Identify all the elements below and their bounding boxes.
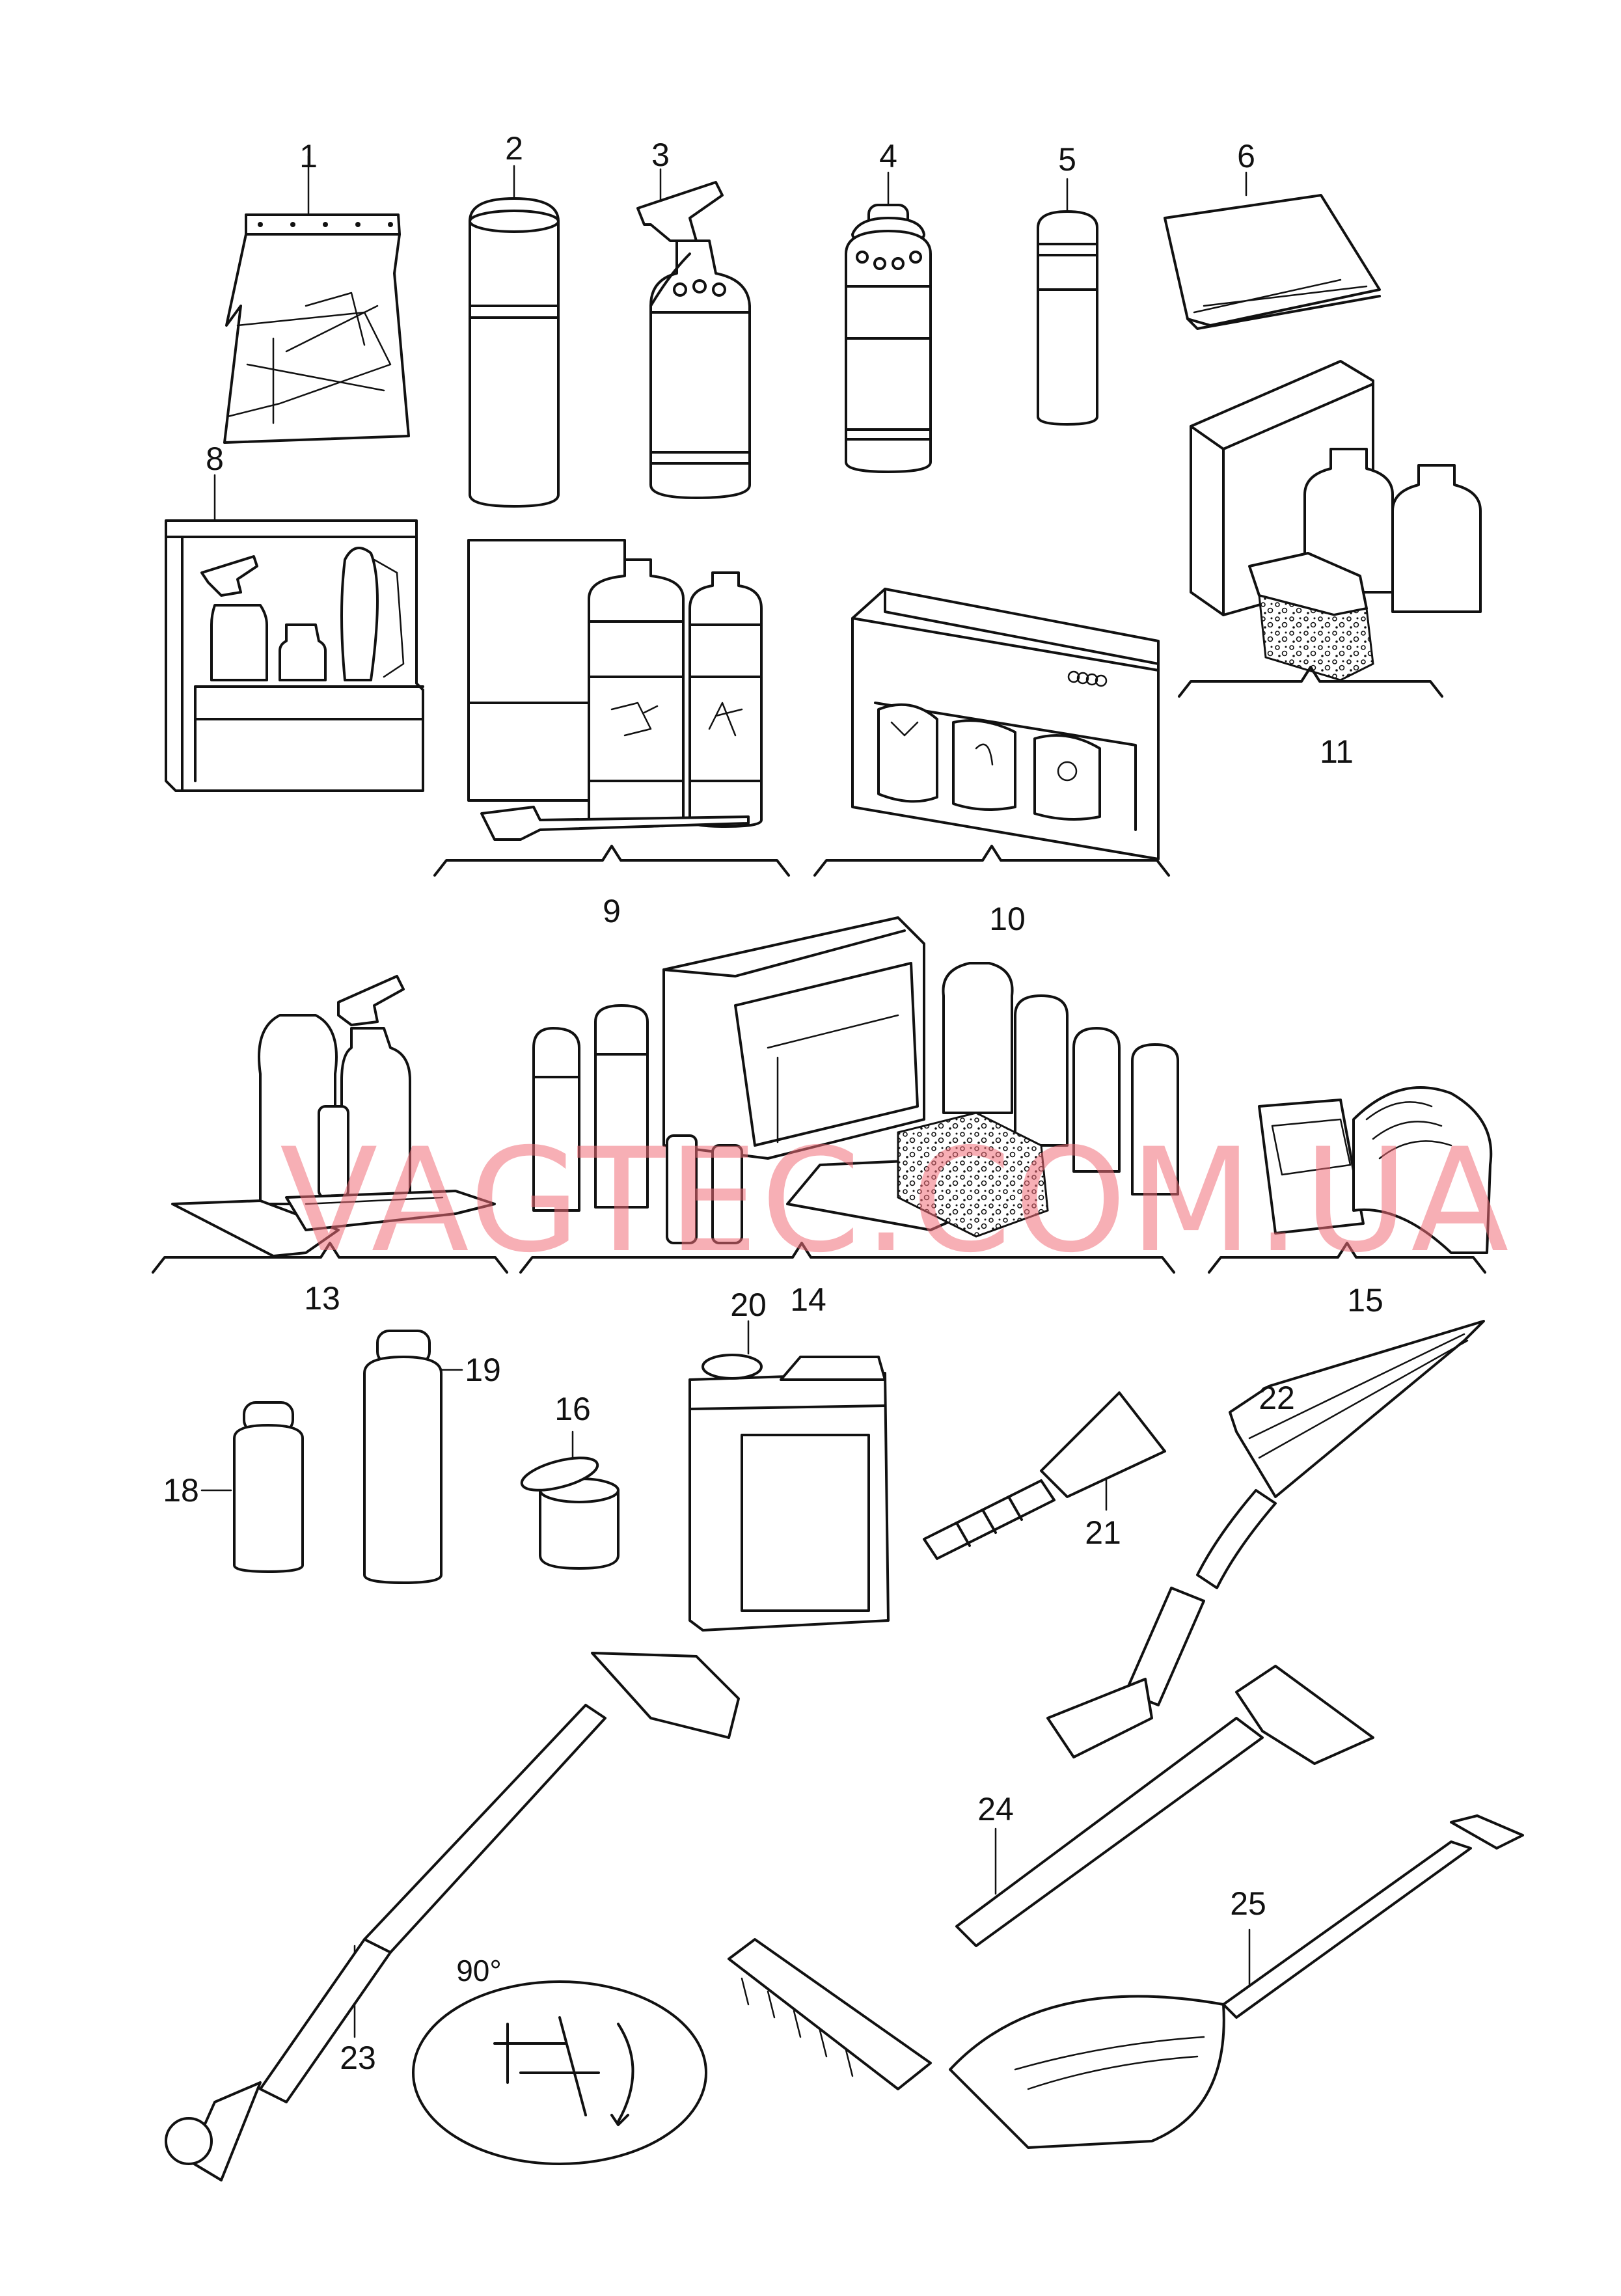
callout-20: 20: [730, 1287, 767, 1323]
item-21-ice-scraper: [923, 1391, 1166, 1560]
item-2-aerosol-can: [469, 165, 560, 508]
item-13-winter-set: [152, 975, 508, 1274]
rotation-angle-label: 90°: [456, 1954, 502, 1988]
item-22-brush-scraper: [1046, 1320, 1485, 1758]
callout-2: 2: [505, 130, 523, 167]
callout-19: 19: [465, 1352, 501, 1388]
item-24-push-brush: [728, 1665, 1374, 2090]
item-19-bottle: [363, 1330, 463, 1584]
callout-14: 14: [790, 1281, 826, 1318]
item-11-care-kit: [1178, 360, 1482, 698]
item-14-bag-kit: [519, 916, 1179, 1274]
callout-8: 8: [206, 441, 224, 477]
item-23-telescopic-brush: [165, 1652, 740, 2181]
callout-3: 3: [651, 137, 670, 173]
callout-9: 9: [603, 893, 621, 929]
callout-13: 13: [304, 1280, 340, 1317]
item-9-bottle-set: [433, 539, 790, 877]
item-1-bag: [223, 155, 410, 444]
watermark: VAGTEC.COM.UA: [280, 1117, 1512, 1284]
item-5-small-can: [1037, 178, 1098, 426]
item-10-gift-box: [813, 588, 1170, 877]
item-3-spray-bottle: [636, 168, 751, 499]
callout-6: 6: [1237, 138, 1255, 174]
item-6-cloth: [1164, 171, 1381, 330]
item-16-tin: [520, 1430, 620, 1570]
callout-10: 10: [989, 901, 1026, 937]
item-25-snow-shovel: [949, 1814, 1524, 2149]
callout-23: 23: [340, 2040, 376, 2076]
callout-24: 24: [977, 1791, 1014, 1827]
item-15-wipes: [1208, 1086, 1493, 1274]
callout-25: 25: [1230, 1885, 1266, 1922]
rotation-inset: [412, 1980, 707, 2165]
callout-22: 22: [1259, 1380, 1295, 1416]
callout-4: 4: [879, 138, 897, 174]
callout-18: 18: [163, 1472, 199, 1509]
callout-21: 21: [1085, 1514, 1121, 1551]
item-8-cleaning-set: [165, 474, 424, 792]
callout-16: 16: [554, 1391, 591, 1427]
callout-11: 11: [1320, 733, 1354, 770]
item-4-polish-bottle: [845, 171, 932, 473]
item-18-bottle: [200, 1401, 304, 1573]
callout-5: 5: [1058, 141, 1076, 178]
callout-15: 15: [1347, 1282, 1383, 1319]
callout-1: 1: [299, 138, 318, 174]
item-20-canister: [688, 1320, 890, 1632]
